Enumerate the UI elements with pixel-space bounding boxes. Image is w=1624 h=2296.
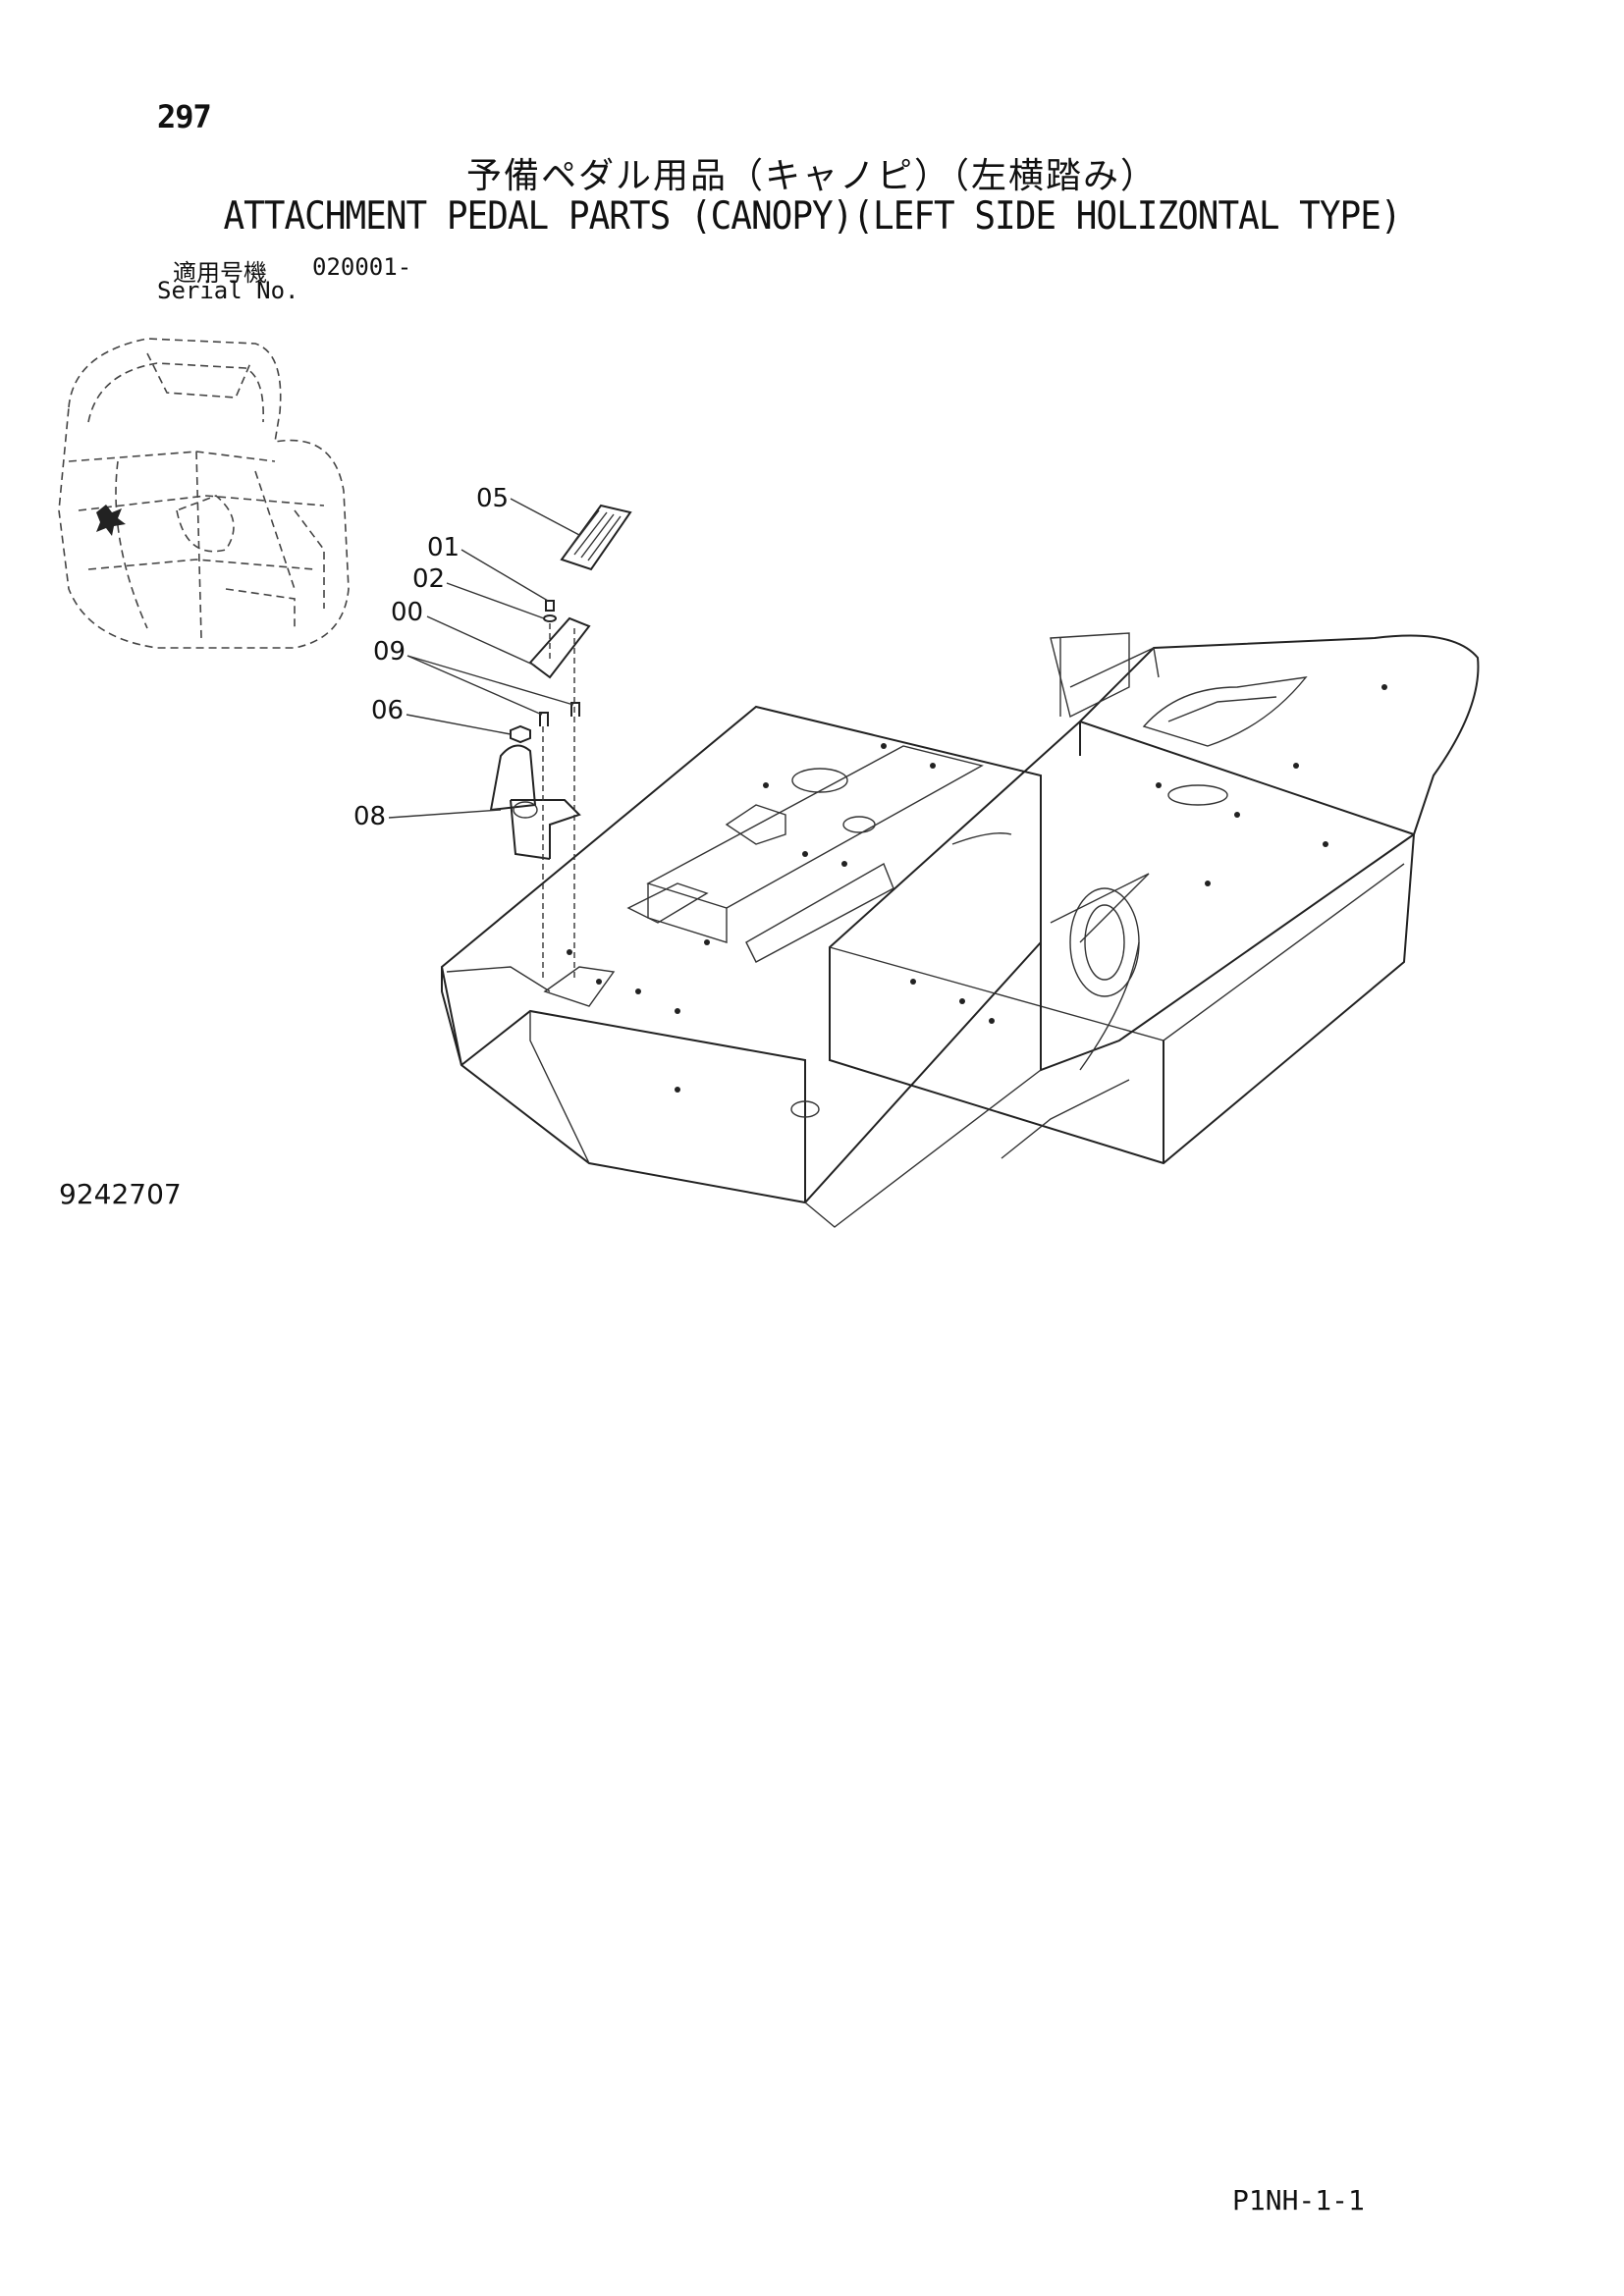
washer-part-02 xyxy=(543,614,557,622)
bracket-part-00 xyxy=(528,616,591,679)
callouts: 05 01 02 00 09 06 08 xyxy=(353,484,580,831)
svg-text:00: 00 xyxy=(391,598,423,627)
floor-frame xyxy=(440,632,1480,1228)
callout-00: 00 xyxy=(391,598,536,667)
pedal-pad-part-05 xyxy=(560,504,632,571)
serial-label-japanese: 適用号機 xyxy=(173,259,267,287)
callout-02: 02 xyxy=(412,564,545,619)
bolt-part-01 xyxy=(545,600,555,612)
svg-text:01: 01 xyxy=(427,533,460,562)
pedal-assembly xyxy=(489,504,632,982)
bolts-part-09 xyxy=(539,702,580,726)
callout-01: 01 xyxy=(427,533,549,602)
page-number: 297 xyxy=(157,98,212,135)
callout-06: 06 xyxy=(371,696,512,735)
page-title-japanese: 予備ペダル用品（キャノピ）（左横踏み） xyxy=(465,156,1158,196)
nut-part-06 xyxy=(510,724,531,744)
drawing-number: 9242707 xyxy=(59,1178,182,1210)
svg-text:02: 02 xyxy=(412,564,445,594)
mounting-holes xyxy=(567,684,1387,1093)
callout-09: 09 xyxy=(373,637,574,716)
svg-text:08: 08 xyxy=(353,802,386,831)
pedal-location-marker xyxy=(96,505,126,536)
serial-label-english: Serial No. xyxy=(157,277,299,304)
pedal-base-part-08 xyxy=(489,744,581,860)
callout-05: 05 xyxy=(476,484,580,536)
page-code: P1NH-1-1 xyxy=(1232,2184,1365,2216)
serial-number-value: 020001- xyxy=(312,253,412,281)
svg-text:09: 09 xyxy=(373,637,406,667)
parts-diagram: 05 01 02 00 09 06 08 xyxy=(58,338,1480,1228)
cab-locator-thumbnail xyxy=(58,338,350,649)
svg-text:05: 05 xyxy=(476,484,509,513)
callout-08: 08 xyxy=(353,802,502,831)
page-title-english: ATTACHMENT PEDAL PARTS (CANOPY)(LEFT SID… xyxy=(223,193,1401,240)
svg-text:06: 06 xyxy=(371,696,404,725)
